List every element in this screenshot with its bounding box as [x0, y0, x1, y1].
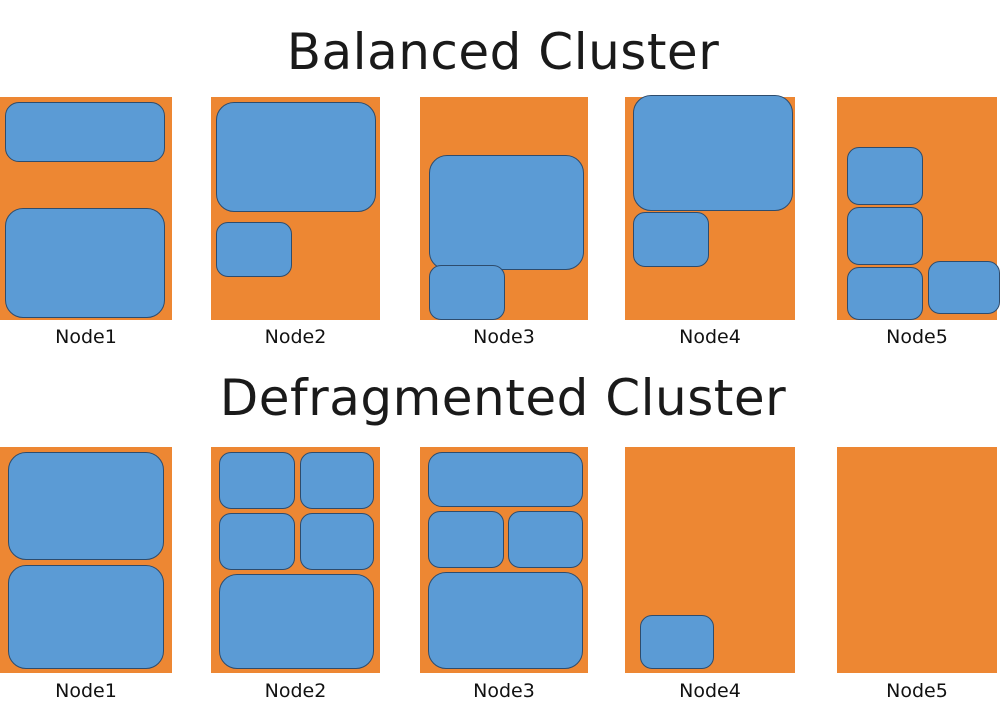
- node-label-defragmented-4: Node4: [679, 680, 741, 702]
- vm-box: [847, 267, 923, 320]
- vm-box: [429, 155, 584, 270]
- node-label-balanced-5: Node5: [886, 326, 948, 348]
- node-label-balanced-1: Node1: [55, 326, 117, 348]
- node-label-defragmented-5: Node5: [886, 680, 948, 702]
- vm-box: [508, 511, 583, 568]
- defragmented-cluster-title: Defragmented Cluster: [219, 369, 787, 427]
- vm-box: [847, 207, 923, 265]
- vm-box: [640, 615, 714, 669]
- vm-box: [216, 222, 292, 277]
- node-label-defragmented-1: Node1: [55, 680, 117, 702]
- vm-box: [428, 452, 583, 507]
- vm-box: [5, 102, 165, 162]
- vm-box: [428, 572, 583, 669]
- vm-box: [928, 261, 1000, 314]
- vm-box: [633, 95, 793, 211]
- node-label-balanced-2: Node2: [264, 326, 327, 348]
- vm-box: [5, 208, 165, 318]
- vm-box: [219, 574, 374, 669]
- vm-box: [216, 102, 376, 212]
- node-label-defragmented-3: Node3: [473, 680, 535, 702]
- node-label-balanced-3: Node3: [473, 326, 535, 348]
- vm-box: [219, 452, 295, 509]
- node-defragmented-5: [837, 447, 997, 673]
- vm-box: [429, 265, 505, 320]
- node-capacity-panel: [837, 447, 997, 673]
- node-label-defragmented-2: Node2: [264, 680, 327, 702]
- vm-box: [219, 513, 295, 570]
- vm-box: [633, 212, 709, 267]
- vm-box: [428, 511, 504, 568]
- vm-box: [8, 452, 164, 560]
- balanced-cluster-title: Balanced Cluster: [286, 23, 720, 81]
- vm-box: [847, 147, 923, 205]
- vm-box: [8, 565, 164, 669]
- node-label-balanced-4: Node4: [679, 326, 741, 348]
- vm-box: [300, 513, 374, 570]
- vm-box: [300, 452, 374, 509]
